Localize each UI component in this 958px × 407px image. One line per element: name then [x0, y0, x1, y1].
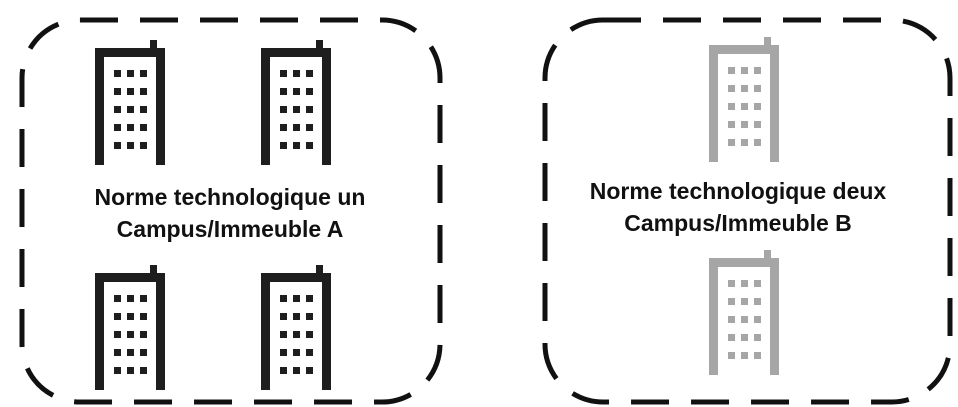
office-building-icon — [709, 250, 779, 375]
office-building-icon — [261, 265, 331, 390]
group-b-frame — [542, 17, 953, 405]
group-b-label: Norme technologique deux Campus/Immeuble… — [538, 175, 938, 239]
group-b-label-line2: Campus/Immeuble B — [624, 210, 852, 236]
office-building-icon — [261, 40, 331, 165]
office-building-icon — [709, 37, 779, 162]
group-a-label: Norme technologique un Campus/Immeuble A — [30, 181, 430, 245]
group-a-label-line1: Norme technologique un — [94, 184, 366, 210]
group-b-label-line1: Norme technologique deux — [589, 178, 887, 204]
office-building-icon — [95, 40, 165, 165]
group-a-label-line2: Campus/Immeuble A — [116, 216, 344, 242]
group-a-frame — [19, 17, 443, 405]
office-building-icon — [95, 265, 165, 390]
